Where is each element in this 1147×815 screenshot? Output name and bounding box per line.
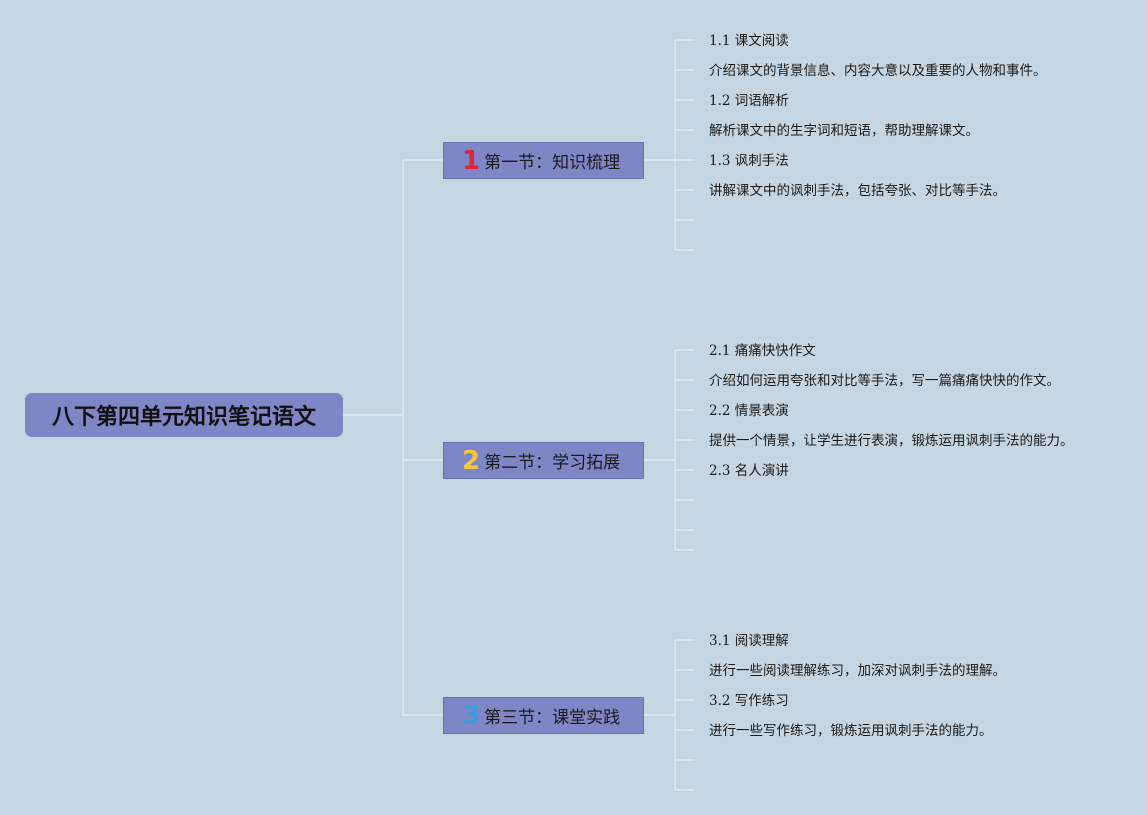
leaf-2-1[interactable]: 2.1 痛痛快快作文 [709, 343, 816, 359]
section-node-3[interactable]: 3 第三节：课堂实践 [443, 697, 644, 734]
root-label: 八下第四单元知识笔记语文 [51, 405, 316, 430]
leaf-3-4[interactable]: 进行一些写作练习，锻炼运用讽刺手法的能力。 [709, 723, 993, 739]
section-node-1[interactable]: 1 第一节：知识梳理 [443, 142, 644, 179]
section-label-3: 第三节：课堂实践 [484, 708, 621, 728]
leaf-1-2[interactable]: 介绍课文的背景信息、内容大意以及重要的人物和事件。 [709, 63, 1047, 79]
root-node[interactable]: 八下第四单元知识笔记语文 [25, 393, 343, 437]
section-label-1: 第一节：知识梳理 [484, 153, 621, 173]
section-number-3-icon: 3 [462, 700, 481, 731]
leaf-1-4[interactable]: 解析课文中的生字词和短语，帮助理解课文。 [709, 123, 979, 139]
leaf-2-2[interactable]: 介绍如何运用夸张和对比等手法，写一篇痛痛快快的作文。 [709, 373, 1060, 389]
section-node-2[interactable]: 2 第二节：学习拓展 [443, 442, 644, 479]
leaf-1-1[interactable]: 1.1 课文阅读 [709, 33, 789, 49]
leaf-3-2[interactable]: 进行一些阅读理解练习，加深对讽刺手法的理解。 [709, 663, 1006, 679]
leaf-1-3[interactable]: 1.2 词语解析 [709, 93, 789, 109]
leaf-2-5[interactable]: 2.3 名人演讲 [709, 463, 789, 479]
leaf-3-1[interactable]: 3.1 阅读理解 [709, 633, 789, 649]
leaf-1-5[interactable]: 1.3 讽刺手法 [709, 153, 789, 169]
leaf-2-4[interactable]: 提供一个情景，让学生进行表演，锻炼运用讽刺手法的能力。 [709, 433, 1074, 449]
leaf-1-6[interactable]: 讲解课文中的讽刺手法，包括夸张、对比等手法。 [709, 183, 1006, 199]
section-label-2: 第二节：学习拓展 [484, 453, 621, 473]
section-number-1-icon: 1 [462, 145, 481, 176]
leaf-2-3[interactable]: 2.2 情景表演 [709, 403, 789, 419]
leaf-3-3[interactable]: 3.2 写作练习 [709, 693, 789, 709]
section-number-2-icon: 2 [462, 445, 481, 476]
